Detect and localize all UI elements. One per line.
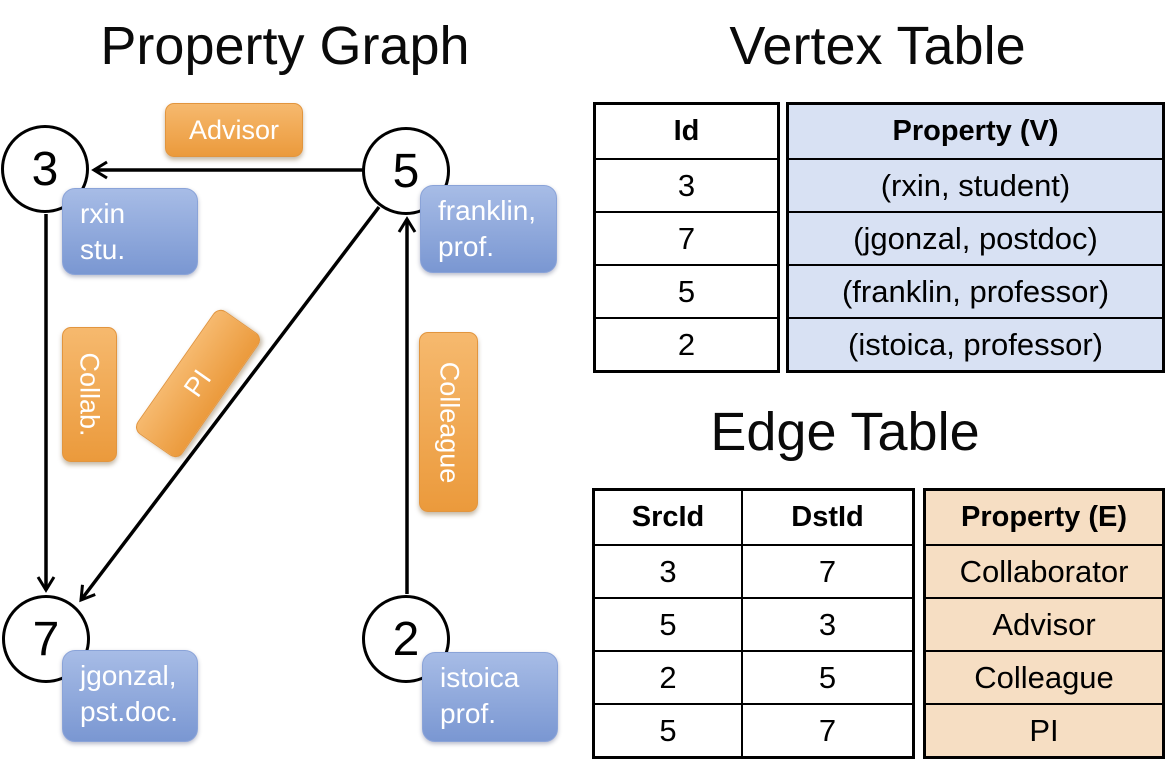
vertex-id-label: 3 [31, 142, 59, 196]
table-cell: 2 [596, 317, 777, 370]
edge-label-text: Collab. [75, 352, 106, 437]
vertex-prop-box-jgonzal: jgonzal, pst.doc. [62, 650, 198, 742]
table-cell: 3 [596, 158, 777, 211]
vertex-prop-line: pst.doc. [80, 696, 179, 727]
table-cell: (istoica, professor) [789, 317, 1162, 370]
vertex-prop-line: prof. [438, 231, 495, 262]
vertex-id-label: 5 [392, 144, 420, 198]
vertex-prop-line: stu. [80, 234, 126, 265]
vertex-prop-line: rxin [80, 198, 126, 229]
vertex-table-id-column: Id 3 7 5 2 [593, 102, 780, 373]
edge-table-header-property: Property (E) [961, 501, 1127, 533]
edge-label-collab: Collab. [62, 327, 117, 462]
table-cell: 7 [596, 211, 777, 264]
vertex-id-label: 2 [392, 612, 420, 666]
table-cell: 7 [743, 703, 912, 756]
table-cell: Advisor [926, 597, 1162, 650]
table-cell: Collaborator [926, 544, 1162, 597]
table-cell: 5 [595, 703, 743, 756]
edge-label-colleague: Colleague [419, 332, 478, 512]
table-cell: 5 [743, 650, 912, 703]
vertex-prop-line: jgonzal, [80, 660, 177, 691]
vertex-id-label: 7 [32, 612, 60, 666]
edge-label-text: Colleague [434, 361, 464, 483]
table-cell: 5 [596, 264, 777, 317]
table-cell: (jgonzal, postdoc) [789, 211, 1162, 264]
edge-table-id-columns: SrcId DstId 3 7 5 3 2 5 5 7 [592, 488, 915, 759]
table-cell: 3 [595, 544, 743, 597]
edge-table-title: Edge Table [710, 402, 980, 462]
edge-pi-5-to-7 [79, 205, 381, 603]
table-cell: 7 [743, 544, 912, 597]
edge-table-property-column: Property (E) Collaborator Advisor Collea… [923, 488, 1165, 759]
edge-table-header-dstid: DstId [791, 501, 864, 533]
table-cell: 3 [743, 597, 912, 650]
vertex-table-title: Vertex Table [729, 16, 1026, 76]
edge-label-text: PI [177, 364, 218, 403]
vertex-prop-box-franklin: franklin, prof. [420, 185, 557, 273]
vertex-table-header-property: Property (V) [892, 115, 1059, 147]
vertex-table-property-column: Property (V) (rxin, student) (jgonzal, p… [786, 102, 1165, 373]
vertex-prop-line: franklin, [438, 195, 537, 226]
edge-label-text: Advisor [188, 114, 280, 145]
vertex-prop-box-istoica: istoica prof. [422, 652, 558, 742]
vertex-table-header-id: Id [673, 115, 700, 147]
edge-table-header-srcid: SrcId [595, 491, 743, 544]
table-cell: (franklin, professor) [789, 264, 1162, 317]
table-cell: (rxin, student) [789, 158, 1162, 211]
vertex-node-3: 3 [1, 125, 89, 213]
vertex-prop-box-rxin: rxin stu. [62, 188, 198, 275]
vertex-prop-line: prof. [440, 698, 497, 729]
property-graph-title: Property Graph [100, 16, 470, 76]
edge-label-advisor: Advisor [165, 103, 303, 157]
vertex-prop-line: istoica [440, 662, 520, 693]
table-cell: PI [926, 703, 1162, 756]
table-cell: 5 [595, 597, 743, 650]
table-cell: 2 [595, 650, 743, 703]
table-cell: Colleague [926, 650, 1162, 703]
